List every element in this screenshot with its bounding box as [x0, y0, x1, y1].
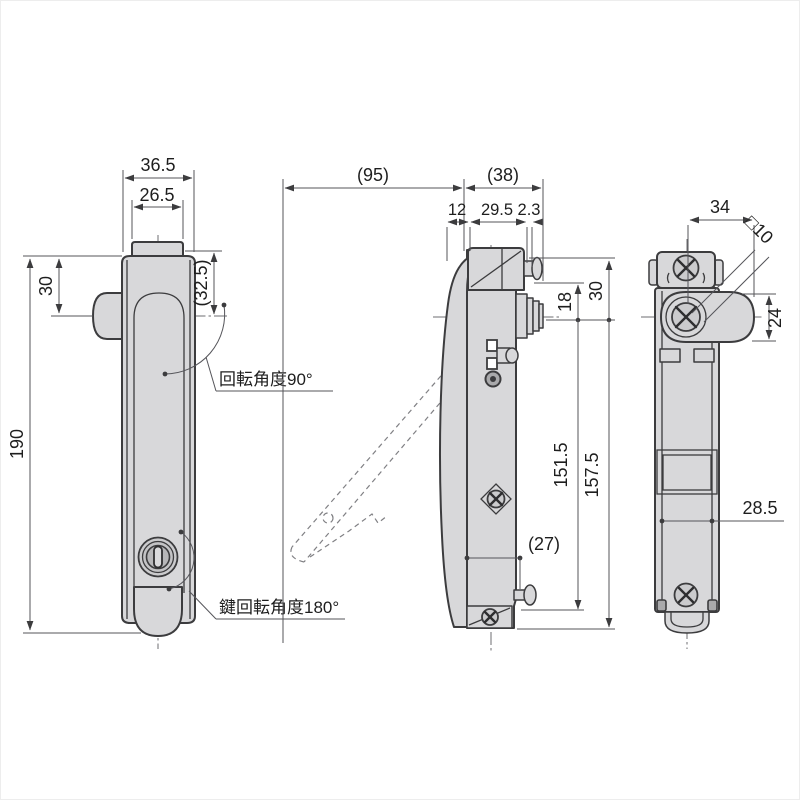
dim-top-to-cam-small: 18: [555, 292, 575, 312]
arc-end-dot: [178, 529, 184, 535]
dim-cam-length: 34: [710, 197, 730, 217]
key-cylinder: [137, 536, 179, 578]
key-rotation-arc: [168, 531, 195, 590]
dim-width-overall: 36.5: [140, 155, 175, 175]
dim-open-projection: (95): [357, 165, 389, 185]
side-bump: [92, 292, 123, 340]
bottom-cylinder-housing: [133, 586, 183, 637]
key-rotation-label: 鍵回転角度180°: [219, 598, 339, 617]
label-leader: [188, 590, 217, 620]
open-handle-contour: [309, 513, 388, 558]
cam-pivot-circle: [665, 296, 707, 338]
panel-slot: [486, 339, 498, 352]
bottom-tab-outer: [664, 611, 710, 634]
arc-end-dot: [221, 302, 227, 308]
arc-end-dot: [166, 586, 172, 592]
handle-body-front: [121, 255, 196, 624]
dim-height-ref: (32.5): [191, 259, 211, 306]
screw-boss-diamond: [480, 483, 512, 515]
latch-block-pin: [505, 347, 519, 364]
dim-height-overall: 190: [7, 429, 27, 459]
screw-cross: [488, 491, 504, 507]
leader-line: [703, 256, 770, 323]
leader-line: [691, 249, 756, 314]
screw-cross: [676, 258, 696, 278]
screw-cross: [483, 610, 497, 624]
dim-dot: [659, 518, 665, 524]
dim-dot: [709, 518, 715, 524]
label-leader: [205, 356, 217, 392]
dim-tip: 2.3: [518, 201, 541, 219]
cam-base: [515, 293, 528, 339]
screw-cross: [677, 586, 695, 604]
rear-view: 34 □10 24 28.5: [641, 197, 785, 649]
open-handle-edge: [291, 307, 501, 548]
rear-detail-block: [693, 348, 715, 363]
cam-shaft-protrusion: [515, 293, 544, 339]
side-view: (95) (38) 12 29.5 2.3 18 30 151.5 157.5 …: [282, 165, 615, 651]
handle-grip-side: [439, 252, 481, 628]
dim-cam-to-bottom: 157.5: [582, 452, 602, 497]
cam-rib: [538, 303, 544, 329]
bottom-pin-head: [523, 584, 537, 606]
dim-body-width: 28.5: [742, 498, 777, 518]
handle-open-position-dashed: [290, 307, 511, 563]
plate-detail-arc: [666, 272, 670, 284]
handle-rotation-label: 回転角度90°: [219, 370, 313, 389]
open-handle-tip: [290, 546, 305, 563]
dim-width-cap: 26.5: [139, 185, 174, 205]
grip-outline: [133, 292, 185, 593]
dim-square-shaft: □10: [741, 212, 777, 248]
cam-rib: [532, 300, 540, 332]
plate-detail-arc: [702, 272, 706, 284]
dim-cam-width: 24: [765, 308, 785, 328]
cam-rib: [526, 297, 534, 335]
dim-handle-thickness: 12: [448, 201, 466, 219]
front-view: 回転角度90° 鍵回転角度180° 36.5 26.5 (32.5) 30 19…: [7, 155, 345, 649]
bottom-foot-right: [707, 599, 718, 612]
panel-slot: [486, 357, 498, 370]
open-handle-key-hole: [322, 512, 334, 524]
rear-detail-block: [659, 348, 681, 363]
bottom-tab-inner: [670, 612, 704, 628]
rear-window-inner: [662, 454, 712, 491]
dim-dot: [464, 555, 470, 561]
dim-body-depth: 29.5: [481, 201, 513, 219]
screw-cross: [674, 305, 698, 329]
panel-hole-center: [490, 376, 496, 382]
dim-top-to-center: 30: [36, 276, 56, 296]
latch-pin-head: [531, 256, 543, 281]
open-handle-edge: [303, 320, 511, 563]
dim-top-to-cam: 30: [586, 281, 606, 301]
dim-depth-overall: (38): [487, 165, 519, 185]
rear-window-outer: [656, 449, 718, 495]
mounting-panel-side: [466, 249, 517, 629]
bottom-foot-left: [656, 599, 667, 612]
keyhole-slot: [153, 545, 163, 569]
latch-diagonal: [470, 250, 522, 288]
handle-rotation-arc: [164, 304, 226, 375]
dim-cam-to-bracket: 151.5: [551, 442, 571, 487]
dim-pin-offset: (27): [528, 534, 560, 554]
top-cap: [131, 241, 184, 257]
arc-end-dot: [162, 371, 168, 377]
